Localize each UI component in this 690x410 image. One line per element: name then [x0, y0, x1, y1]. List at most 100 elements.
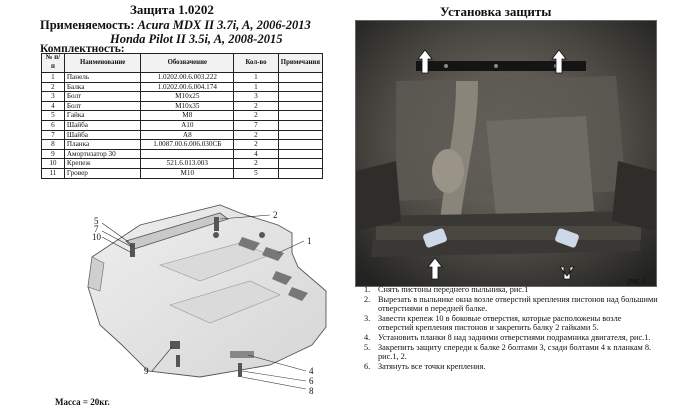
cell-name: Крепеж [63, 158, 142, 169]
left-arm [356, 161, 401, 231]
arrow-icon [559, 266, 575, 280]
col-qty: Кол-во [233, 53, 279, 73]
arrow-icon [427, 257, 443, 280]
applicability-line-2: Honda Pilot II 3.5i, A, 2008-2015 [110, 32, 283, 46]
cell-qty: 2 [233, 129, 279, 141]
cell-num: 3 [41, 91, 65, 102]
cell-name: Болт [63, 91, 142, 102]
kit-label: Комплектность: [40, 43, 125, 55]
leader-line [151, 346, 173, 372]
catalytic-converter [432, 149, 464, 193]
cell-designation [140, 148, 235, 160]
installation-steps: 1.Снять пистоны переднего пыльника, рис.… [358, 285, 658, 371]
list-item: 3.Завести крепеж 10 в боковые отверстия,… [358, 314, 658, 333]
subframe-crossbar [376, 226, 641, 240]
bolt-3 [259, 232, 265, 238]
vent-hole [272, 271, 292, 285]
cell-name: Планка [63, 139, 142, 150]
parts-table: № п/п Наименование Обозначение Кол-во Пр… [41, 53, 324, 179]
cell-designation: A8 [140, 129, 235, 141]
cell-name: Гайка [63, 110, 142, 121]
cell-qty: 1 [233, 72, 279, 83]
cell-name: Шайба [63, 129, 142, 141]
applicability-line-2-wrap: Honda Pilot II 3.5i, A, 2008-2015 [110, 32, 282, 46]
cell-designation: M10 [140, 167, 235, 179]
bracket-left [423, 228, 447, 248]
cell-designation: M8 [140, 110, 235, 121]
cell-notes [277, 119, 324, 131]
cell-qty: 2 [233, 139, 279, 150]
cell-num: 6 [41, 119, 65, 131]
cell-notes [277, 158, 324, 169]
leader-line [219, 214, 271, 220]
cell-name: Шайба [63, 119, 142, 131]
skid-plate-drawing [87, 204, 327, 390]
photo-caption: рис.1 [628, 276, 646, 285]
cell-designation: 1.0202.00.6.004.174 [140, 81, 235, 93]
cell-notes [277, 167, 324, 179]
callout-1: 1 [307, 236, 312, 246]
leader-line [241, 376, 307, 390]
list-item: 1.Снять пистоны переднего пыльника, рис.… [358, 285, 658, 295]
cell-designation: 1.0087.00.6.006.030СБ [140, 139, 235, 150]
callout-10: 10 [92, 232, 101, 242]
cell-designation: 521.6.013.003 [140, 158, 235, 169]
leader-line [101, 222, 131, 244]
vent-hole [238, 237, 260, 251]
damper-9 [170, 341, 180, 349]
vent-hole [288, 287, 308, 301]
plate-8 [230, 351, 254, 358]
cell-qty: 4 [233, 148, 279, 160]
step-number: 4. [364, 332, 371, 342]
cell-designation: M10x35 [140, 100, 235, 112]
callout-8: 8 [309, 386, 314, 396]
step-text: Установить планки 8 над задними отверсти… [378, 332, 651, 342]
cell-num: 10 [41, 158, 65, 169]
applicability-line-1: Acura MDX II 3.7i, A, 2006-2013 [137, 18, 311, 32]
leader-line [277, 240, 305, 254]
step-number: 6. [364, 361, 371, 371]
cell-notes [277, 148, 324, 160]
part-title: Защита 1.0202 [130, 2, 214, 17]
cell-num: 1 [41, 72, 65, 83]
cell-num: 4 [41, 100, 65, 112]
front-beam-photo [416, 61, 586, 71]
leader-line [101, 236, 133, 254]
col-num: № п/п [41, 53, 65, 73]
col-notes: Примечания [277, 53, 324, 73]
fastener-5 [130, 243, 135, 257]
step-text: Завести крепеж 10 в боковые отверстия, к… [378, 313, 622, 333]
bolt-4 [176, 355, 180, 367]
step-text: Снять пистоны переднего пыльника, рис.1 [378, 285, 529, 294]
arrow-icon [551, 49, 567, 74]
cell-designation: 1.0202.00.6.003.222 [140, 72, 235, 83]
mass-label: Масса = 20кг. [55, 397, 110, 407]
cell-qty: 2 [233, 158, 279, 169]
bracket-right [555, 228, 579, 248]
cell-num: 11 [41, 167, 65, 179]
cell-num: 7 [41, 129, 65, 141]
col-name: Наименование [63, 53, 142, 73]
cell-num: 8 [41, 139, 65, 150]
parts-table-header: № п/п Наименование Обозначение Кол-во Пр… [41, 53, 324, 73]
cell-notes [277, 110, 324, 121]
arrow-icon [417, 49, 433, 74]
cell-name: Амортизатор 30 [63, 148, 142, 160]
cell-designation: A10 [140, 119, 235, 131]
cell-num: 2 [41, 81, 65, 93]
oil-pan [486, 116, 594, 217]
beam-hole [494, 64, 498, 68]
panel-rib [169, 280, 281, 324]
cell-name: Гровер [63, 167, 142, 179]
cell-name: Балка [63, 81, 142, 93]
list-item: 2.Вырезать в пыльнике окна возле отверст… [358, 295, 658, 314]
cell-qty: 2 [233, 110, 279, 121]
callout-2: 2 [273, 210, 278, 220]
